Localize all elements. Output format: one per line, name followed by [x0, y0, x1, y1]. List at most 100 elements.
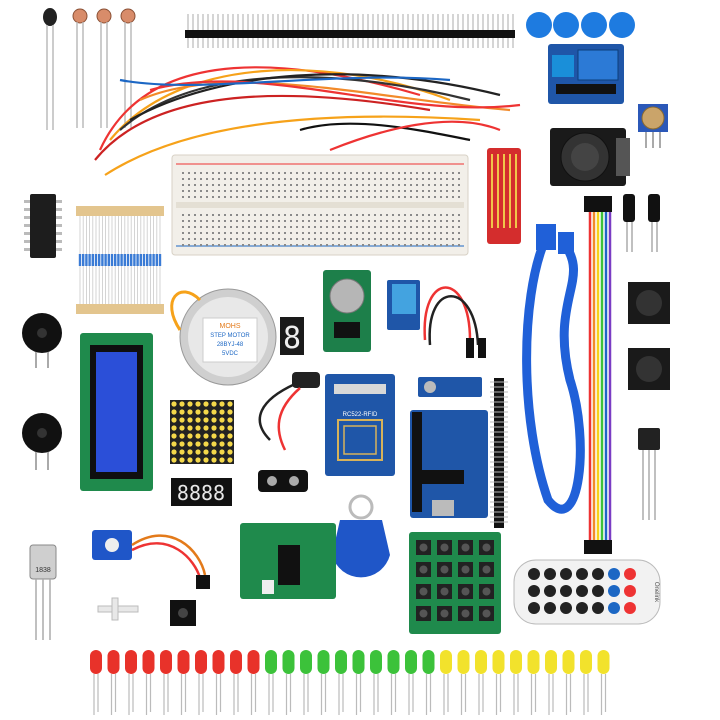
- led-red: [160, 650, 172, 715]
- push-buttons: [628, 282, 670, 390]
- uln2003-driver-board: [240, 523, 336, 599]
- breadboard: [171, 154, 469, 256]
- led-green: [352, 650, 365, 715]
- stepper-brand: MOHS: [220, 323, 241, 330]
- jumper-wires: [94, 66, 521, 176]
- remote-key: [608, 568, 620, 580]
- led-yellow: [527, 650, 540, 715]
- resistor: [82, 254, 85, 266]
- stepper-label-2: 28BYJ-48: [217, 342, 244, 348]
- resistor: [158, 254, 162, 266]
- remote-key: [560, 602, 572, 614]
- ir-receiver-module: [170, 600, 196, 626]
- led-yellow: [580, 650, 592, 715]
- remote-key: [576, 585, 588, 597]
- resistor: [114, 254, 117, 266]
- four-digit-display: 8888: [171, 478, 232, 506]
- ic-chip: [24, 194, 62, 258]
- remote-key: [576, 602, 588, 614]
- battery-wires: [423, 286, 486, 358]
- led-yellow: [492, 650, 505, 715]
- led-yellow: [597, 650, 610, 715]
- stepper-motor: MOHS STEP MOTOR 28BYJ-48 5VDC: [170, 288, 277, 386]
- resistor: [101, 254, 104, 266]
- stepper-label-1: STEP MOTOR: [210, 333, 250, 339]
- led-red: [212, 650, 225, 715]
- seven-segment-digit: 8: [283, 321, 301, 356]
- pin-header-vertical: [490, 378, 508, 528]
- stepper-label-3: 5VDC: [222, 351, 239, 357]
- dc-barrel-jack: [258, 372, 320, 492]
- remote-key: [608, 585, 620, 597]
- resistor: [94, 254, 98, 266]
- servo-horns: [97, 597, 139, 621]
- remote-key: [608, 602, 620, 614]
- remote-key: [592, 568, 604, 580]
- button-caps: [526, 12, 635, 38]
- rfid-key-tag: [332, 494, 390, 578]
- resistor: [142, 254, 146, 266]
- led-green: [387, 650, 400, 715]
- remote-key: [624, 585, 636, 597]
- leds: [90, 650, 610, 715]
- remote-key: [544, 568, 556, 580]
- led-green: [317, 650, 330, 715]
- remote-brand: Onelink: [653, 582, 659, 603]
- led-green: [300, 650, 312, 715]
- pin-header-strip: [185, 14, 515, 48]
- led-red: [142, 650, 155, 715]
- rfid-reader: RC522-RFID: [325, 374, 395, 476]
- resistor: [104, 254, 107, 266]
- resistor: [146, 254, 149, 266]
- transistor: [638, 428, 660, 520]
- remote-key: [528, 585, 540, 597]
- arduino-uno-board: [410, 410, 488, 518]
- joystick-module: [550, 128, 630, 186]
- four-digit-text: 8888: [177, 481, 225, 505]
- resistor: [120, 254, 123, 266]
- resistor: [98, 254, 101, 266]
- usb-cable: [522, 224, 585, 514]
- led-red: [107, 650, 120, 715]
- led-green: [282, 650, 295, 715]
- led-dot-matrix: [170, 400, 234, 464]
- led-red: [125, 650, 137, 715]
- buzzers: [22, 313, 62, 470]
- led-yellow: [475, 650, 487, 715]
- remote-key: [528, 568, 540, 580]
- remote-key: [592, 602, 604, 614]
- servo-motor: [92, 530, 210, 589]
- ir-receiver-label: 1838: [35, 567, 51, 574]
- led-yellow: [510, 650, 522, 715]
- resistor: [130, 254, 133, 266]
- remote-key: [624, 568, 636, 580]
- button-cap: [526, 12, 552, 38]
- lcd-1602-module: [80, 333, 153, 491]
- ir-receiver: 1838: [29, 544, 57, 640]
- led-red: [195, 650, 207, 715]
- led-red: [90, 650, 102, 715]
- resistor: [107, 254, 110, 266]
- led-green: [405, 650, 417, 715]
- ir-remote: Onelink: [513, 559, 661, 625]
- button-cap: [609, 12, 635, 38]
- resistor: [133, 254, 136, 266]
- dht11-sensor: [387, 280, 420, 330]
- led-yellow: [457, 650, 470, 715]
- remote-key: [624, 602, 636, 614]
- relay-module: [548, 44, 624, 104]
- resistor: [123, 254, 126, 266]
- led-green: [422, 650, 435, 715]
- remote-key: [544, 602, 556, 614]
- resistor: [139, 254, 142, 266]
- seven-segment-display: 8: [280, 317, 304, 356]
- sound-sensor-module: [418, 377, 482, 397]
- resistor: [149, 254, 152, 266]
- led-green: [370, 650, 382, 715]
- potentiometer: [638, 104, 668, 148]
- resistor: [91, 254, 94, 266]
- remote-key: [528, 602, 540, 614]
- resistor: [110, 254, 114, 266]
- water-level-sensor: [487, 148, 521, 244]
- rtc-module: [323, 270, 371, 352]
